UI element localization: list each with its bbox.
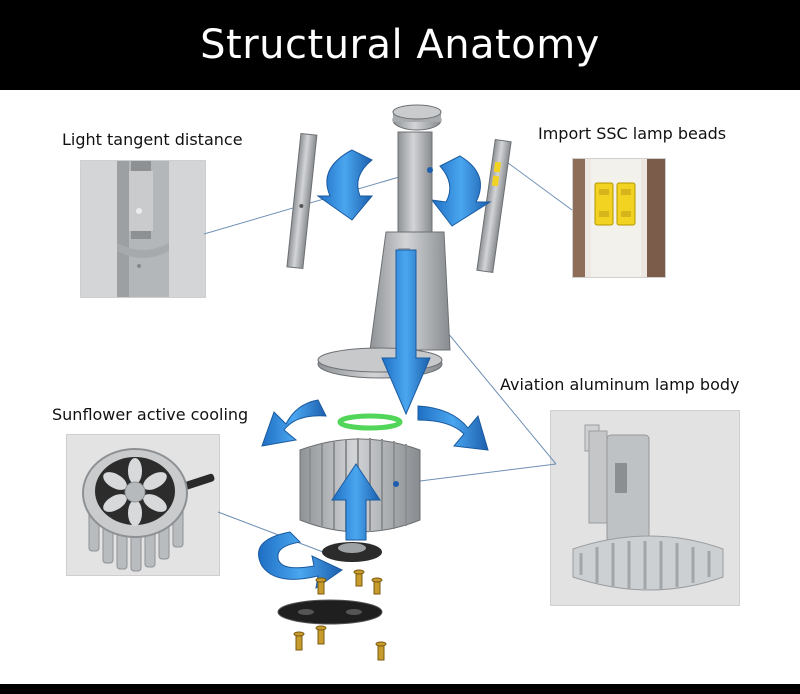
bottom-bar [0,684,800,694]
label-sunflower-active-cooling: Sunflower active cooling [52,405,249,424]
sunflower-cooling-photo [66,434,220,576]
right-insert-arrow [430,155,492,227]
aviation-body-photo [550,410,740,606]
left-cooling-arrow [261,399,327,447]
up-airflow-arrow [331,463,381,541]
green-seal-ring [337,413,403,431]
label-import-ssc-lamp-beads: Import SSC lamp beads [538,124,727,143]
right-cooling-arrow [417,405,489,451]
page-title: Structural Anatomy [200,22,600,68]
label-light-tangent-distance: Light tangent distance [62,130,243,149]
left-led-strip [286,132,318,270]
left-insert-arrow [316,149,374,221]
cooling-fan [322,542,382,562]
callout-lines [203,159,573,561]
bottom-screws [293,625,387,661]
label-aviation-aluminum-lamp-body: Aviation aluminum lamp body [500,375,740,394]
fan-screws [315,569,383,595]
bottom-plate [277,599,383,625]
ssc-lamp-beads-photo [572,158,666,278]
light-tangent-photo [80,160,206,298]
title-banner: Structural Anatomy [0,0,800,90]
fan-swirl-arrow [258,531,344,590]
down-airflow-arrow [381,249,431,416]
